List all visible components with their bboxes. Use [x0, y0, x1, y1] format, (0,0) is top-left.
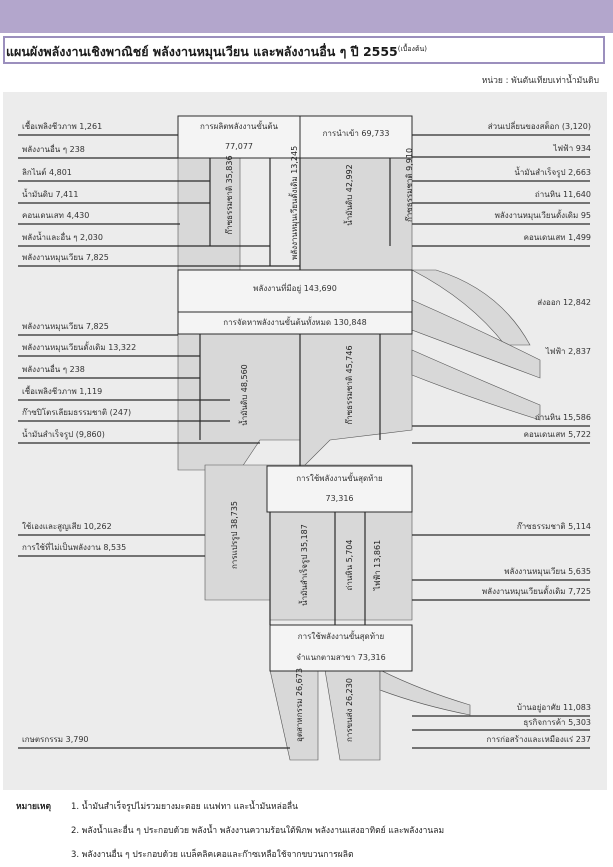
right-label: ธุรกิจการค้า 5,303	[523, 718, 591, 727]
import-value: 69,733	[361, 129, 390, 138]
left-label: เชื้อเพลิงชีวภาพ 1,119	[22, 387, 103, 396]
vlabel-sec-trans: การขนส่ง 26,230	[345, 678, 354, 742]
final-use-label: การใช้พลังงานขั้นสุดท้าย	[296, 474, 383, 483]
flow-sup-down-right	[299, 332, 413, 471]
flow-export	[411, 269, 531, 346]
left-label: คอนเดนเสท 4,430	[22, 211, 90, 220]
title-note: (เบื้องต้น)	[397, 44, 428, 53]
left-label: พลังงานหมุนเวียนดั้งเดิม 13,322	[22, 343, 137, 352]
right-label: น้ำมันสำเร็จรูป 2,663	[514, 168, 591, 177]
vlabel-prod-ng: ก๊าซธรรมชาติ 35,836	[225, 155, 234, 235]
box-import	[299, 115, 413, 159]
vlabel-imp-ng: ก๊าซธรรมชาติ 9,910	[405, 147, 414, 223]
right-label: ถ่านหิน 15,586	[534, 413, 591, 422]
vlabel-sup-oil: น้ำมันดิบ 48,560	[240, 364, 249, 426]
left-label: พลังน้ำและอื่น ๆ 2,030	[22, 233, 103, 242]
box-primary-supply	[177, 311, 413, 335]
right-label: บ้านอยู่อาศัย 11,083	[516, 703, 591, 712]
left-label: เกษตรกรรม 3,790	[22, 735, 89, 744]
primary-production-label: การผลิตพลังงานขั้นต้น	[200, 122, 278, 131]
box-final-use	[266, 465, 413, 513]
vlabel-fin-coal: ถ่านหิน 5,704	[345, 539, 354, 591]
right-label: ถ่านหิน 11,640	[534, 190, 591, 199]
box-primary-production	[177, 115, 301, 159]
right-label: พลังงานหมุนเวียน 5,635	[504, 567, 591, 576]
right-label: คอนเดนเสท 5,722	[523, 430, 591, 439]
left-label: พลังงานหมุนเวียน 7,825	[22, 322, 109, 331]
right-label: พลังงานหมุนเวียนดั้งเดิม 95	[494, 211, 591, 220]
available-energy: พลังงานที่มีอยู่ 143,690	[253, 284, 337, 293]
page-title: แผนผังพลังงานเชิงพาณิชย์ พลังงานหมุนเวีย…	[6, 44, 428, 59]
primary-production-value: 77,077	[225, 142, 253, 151]
note-item: 2. พลังน้ำและอื่น ๆ ประกอบด้วย พลังน้ำ พ…	[71, 826, 445, 836]
vlabel-imp-oil: น้ำมันดิบ 42,992	[345, 164, 354, 226]
flow-sup-down-left	[177, 332, 301, 471]
left-label: พลังงานอื่น ๆ 238	[22, 145, 85, 154]
right-label: ไฟฟ้า 2,837	[545, 347, 591, 356]
left-label: การใช้ที่ไม่เป็นพลังงาน 8,535	[22, 543, 127, 552]
vlabel-sec-ind: อุตสาหกรรม 26,673	[295, 668, 304, 742]
vlabel-prod-re: พลังงานหมุนเวียนดั้งเดิม 13,245	[290, 145, 299, 260]
import-label: การนำเข้า 69,733	[322, 129, 390, 138]
header-band	[0, 0, 613, 33]
flow-sector-ind	[269, 669, 319, 761]
available-value: 143,690	[303, 284, 337, 293]
unit-label: หน่วย : พันตันเทียบเท่าน้ำมันดิบ	[481, 76, 599, 86]
left-label: พลังงานอื่น ๆ 238	[22, 365, 85, 374]
notes-heading: หมายเหตุ	[16, 802, 51, 812]
left-label: พลังงานหมุนเวียน 7,825	[22, 253, 109, 262]
note-item: 3. พลังงานอื่น ๆ ประกอบด้วย แบล็คลิคเคอแ…	[71, 850, 354, 860]
flow-power	[411, 299, 541, 379]
vlabel-fin-trans: การแปรรูป 38,735	[230, 500, 239, 570]
right-label: พลังงานหมุนเวียนดั้งเดิม 7,725	[481, 587, 591, 596]
flow-coal-out	[411, 349, 541, 421]
right-label: ก๊าซธรรมชาติ 5,114	[516, 522, 591, 531]
note-item: 1. น้ำมันสำเร็จรูปไม่รวมยางมะตอย แนฟทา แ…	[71, 802, 298, 812]
title-frame	[3, 36, 605, 64]
box-final-sector	[269, 624, 413, 672]
vlabel-fin-elec: ไฟฟ้า 13,861	[373, 539, 382, 591]
final-sector-value: จำแนกตามสาขา 73,316	[296, 653, 386, 662]
left-label: ก๊าซปิโตรเลียมธรรมชาติ (247)	[22, 408, 132, 417]
left-label: ลิกไนต์ 4,801	[22, 168, 72, 177]
final-sector-label: การใช้พลังงานขั้นสุดท้าย	[297, 632, 385, 641]
left-label: ใช้เองและสูญเสีย 10,262	[22, 522, 112, 531]
box-available	[177, 269, 413, 313]
flow-imp-down	[299, 156, 413, 271]
right-label: การก่อสร้างและเหมืองแร่ 237	[486, 735, 591, 744]
primary-supply-value: 130,848	[333, 318, 367, 327]
flow-sector-res	[379, 669, 471, 716]
vlabel-fin-petro: น้ำมันสำเร็จรูป 35,187	[300, 524, 309, 606]
left-label: น้ำมันดิบ 7,411	[22, 190, 79, 199]
vlabel-sup-ng: ก๊าซธรรมชาติ 45,746	[345, 345, 354, 425]
left-label: เชื้อเพลิงชีวภาพ 1,261	[22, 122, 103, 131]
right-label: คอนเดนเสท 1,499	[523, 233, 591, 242]
primary-supply: การจัดหาพลังงานขั้นต้นทั้งหมด 130,848	[223, 318, 367, 327]
left-label: น้ำมันสำเร็จรูป (9,860)	[22, 430, 105, 439]
right-label: ส่วนเปลี่ยนของสต็อก (3,120)	[487, 122, 591, 131]
right-label: ส่งออก 12,842	[537, 298, 591, 307]
right-label: ไฟฟ้า 934	[553, 144, 591, 153]
final-use-value: 73,316	[325, 494, 354, 503]
